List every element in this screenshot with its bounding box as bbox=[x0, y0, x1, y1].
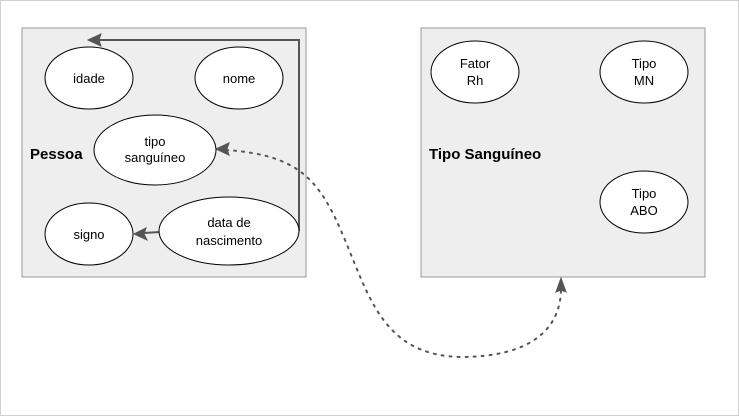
node-data-de-nascimento-line2: nascimento bbox=[196, 233, 262, 248]
arrowhead-tipo-sanguineo-box bbox=[555, 276, 567, 293]
node-fator-rh-line1: Fator bbox=[460, 56, 491, 71]
group-tipo-sanguineo-title: Tipo Sanguíneo bbox=[429, 146, 541, 163]
node-tipo-abo[interactable]: Tipo ABO bbox=[599, 170, 689, 234]
node-tipo-abo-line1: Tipo bbox=[632, 186, 657, 201]
edge-nascimento-to-signo[interactable] bbox=[143, 231, 161, 234]
node-fator-rh[interactable]: Fator Rh bbox=[430, 40, 520, 104]
edge-nascimento-to-idade[interactable] bbox=[98, 39, 300, 231]
node-data-de-nascimento[interactable]: data de nascimento bbox=[158, 196, 300, 266]
arrowhead-signo bbox=[132, 227, 149, 242]
node-idade[interactable]: idade bbox=[44, 46, 134, 110]
node-nome[interactable]: nome bbox=[194, 46, 284, 110]
node-signo[interactable]: signo bbox=[44, 202, 134, 266]
node-tipo-mn-line2: MN bbox=[634, 73, 654, 88]
node-tipo-sanguineo-line1: tipo bbox=[145, 134, 166, 149]
arrowhead-idade bbox=[86, 33, 102, 47]
node-tipo-mn[interactable]: Tipo MN bbox=[599, 40, 689, 104]
node-nome-label: nome bbox=[223, 71, 256, 86]
arrowhead-tipo-sanguineo bbox=[214, 142, 230, 156]
node-tipo-mn-line1: Tipo bbox=[632, 56, 657, 71]
node-idade-label: idade bbox=[73, 71, 105, 86]
node-tipo-abo-line2: ABO bbox=[630, 203, 657, 218]
node-tipo-sanguineo-line2: sanguíneo bbox=[125, 150, 186, 165]
node-tipo-sanguineo[interactable]: tipo sanguíneo bbox=[93, 114, 217, 186]
edge-tipo-sanguineo-link[interactable] bbox=[225, 149, 562, 359]
node-data-de-nascimento-line1: data de bbox=[207, 215, 250, 230]
node-signo-label: signo bbox=[73, 227, 104, 242]
node-fator-rh-line2: Rh bbox=[467, 73, 484, 88]
group-pessoa-title: Pessoa bbox=[30, 146, 83, 163]
edges bbox=[86, 33, 567, 359]
